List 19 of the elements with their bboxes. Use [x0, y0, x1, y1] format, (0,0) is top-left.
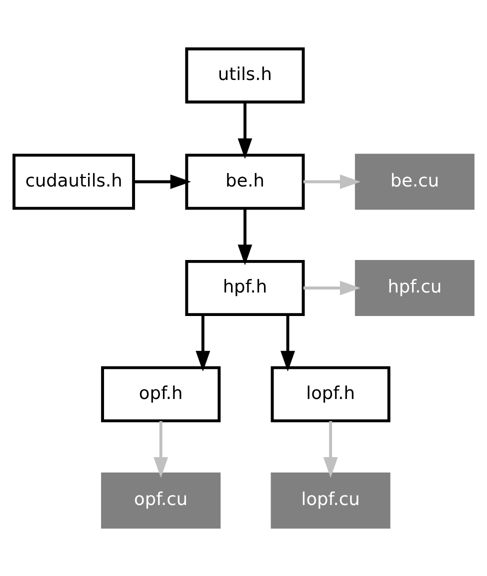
- node-box: hpf.cu: [354, 260, 474, 316]
- node-box: opf.cu: [101, 472, 221, 529]
- node-box: be.cu: [354, 154, 474, 210]
- node-box: be.h: [185, 154, 305, 210]
- arrow: [238, 102, 252, 160]
- node-box: opf.h: [101, 366, 221, 422]
- arrow: [303, 280, 361, 296]
- node-box: lopf.cu: [270, 472, 390, 529]
- node-box: lopf.h: [270, 366, 390, 422]
- arrow: [238, 208, 252, 266]
- arrow: [303, 174, 361, 189]
- node-box: cudautils.h: [12, 154, 136, 210]
- arrow: [134, 174, 192, 189]
- arrow: [280, 314, 296, 372]
- arrow: [196, 314, 210, 372]
- node-box: utils.h: [185, 47, 305, 104]
- node-box: hpf.h: [185, 260, 305, 316]
- arrow: [323, 421, 338, 478]
- arrow: [154, 421, 168, 478]
